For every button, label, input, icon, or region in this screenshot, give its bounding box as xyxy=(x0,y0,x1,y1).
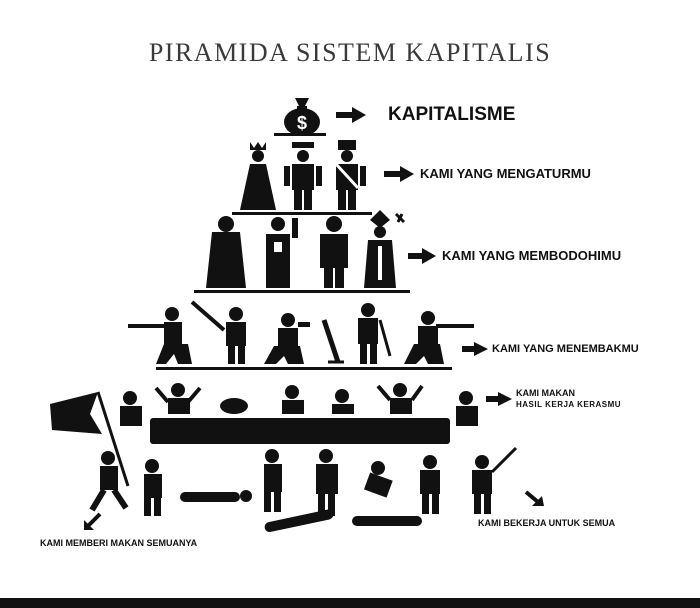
level-label-bekerja: KAMI BEKERJA UNTUK SEMUA xyxy=(478,518,616,528)
arrow-right-icon xyxy=(384,166,414,182)
arrow-down-right-icon xyxy=(524,490,544,506)
soldier-figures xyxy=(128,300,474,364)
level-label-menembakmu: KAMI YANG MENEMBAKMU xyxy=(492,343,639,355)
banquet-table xyxy=(120,383,478,444)
level-label-memberi-makan: KAMI MEMBERI MAKAN SEMUANYA xyxy=(40,538,198,548)
arrow-right-icon xyxy=(486,392,512,406)
arrow-right-icon xyxy=(462,342,488,356)
level-label-mengaturmu: KAMI YANG MENGATURMU xyxy=(420,166,591,181)
clergy-figures xyxy=(206,210,406,288)
level-label-membodohimu: KAMI YANG MEMBODOHIMU xyxy=(442,248,622,263)
level-label-kami-makan: KAMI MAKAN xyxy=(516,388,575,398)
tier-shelf-1 xyxy=(274,133,326,136)
money-bag-icon: $ xyxy=(284,98,320,136)
arrow-right-icon xyxy=(408,248,436,264)
tier-shelf-4 xyxy=(156,367,452,370)
dollar-sign: $ xyxy=(297,113,307,133)
flag-icon xyxy=(50,391,130,487)
tier-shelf-2 xyxy=(232,212,372,215)
worker-figures xyxy=(89,446,518,533)
arrow-down-left-icon xyxy=(84,512,102,530)
tier-shelf-3 xyxy=(194,290,410,293)
level-label-kapitalisme: KAPITALISME xyxy=(388,104,516,125)
arrow-right-icon xyxy=(336,107,366,123)
level-sublabel-hasil-kerja: HASIL KERJA KERASMU xyxy=(516,400,622,409)
bottom-border xyxy=(0,598,700,608)
royalty-figures xyxy=(240,140,366,210)
page-title: PIRAMIDA SISTEM KAPITALIS xyxy=(148,38,552,67)
